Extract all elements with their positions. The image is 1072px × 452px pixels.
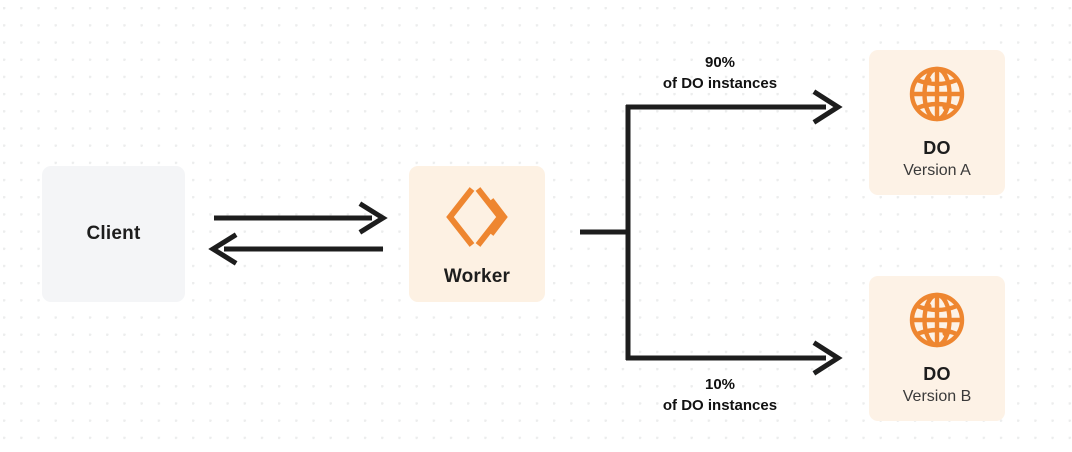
branch-trunk bbox=[580, 105, 631, 360]
edge-label-do-b: 10% of DO instances bbox=[624, 374, 816, 417]
node-do-version-b[interactable]: DO Version B bbox=[869, 276, 1005, 421]
node-do-a-subtitle: Version A bbox=[903, 162, 971, 180]
arrow-client-to-worker bbox=[214, 201, 388, 235]
node-do-a-title: DO bbox=[923, 137, 951, 158]
edge-label-do-a-percent: 90% bbox=[704, 54, 736, 71]
node-do-b-subtitle: Version B bbox=[902, 388, 972, 406]
arrow-worker-to-do-a bbox=[626, 89, 843, 125]
node-do-version-a[interactable]: DO Version A bbox=[869, 50, 1005, 195]
edge-label-do-b-description: of DO instances bbox=[662, 397, 778, 415]
edge-label-do-a: 90% of DO instances bbox=[624, 52, 816, 95]
arrow-worker-to-do-b bbox=[626, 340, 843, 376]
node-do-b-title: DO bbox=[923, 363, 951, 384]
node-client-title: Client bbox=[86, 223, 141, 244]
edge-label-do-a-description: of DO instances bbox=[662, 75, 778, 93]
globe-icon bbox=[908, 65, 966, 123]
node-client[interactable]: Client bbox=[42, 166, 185, 302]
node-worker[interactable]: Worker bbox=[409, 166, 545, 302]
edge-label-do-b-percent: 10% bbox=[704, 376, 736, 393]
node-worker-title: Worker bbox=[443, 266, 511, 287]
arrow-worker-to-client bbox=[208, 232, 383, 266]
globe-icon bbox=[908, 291, 966, 349]
cloudflare-workers-icon bbox=[445, 186, 509, 248]
